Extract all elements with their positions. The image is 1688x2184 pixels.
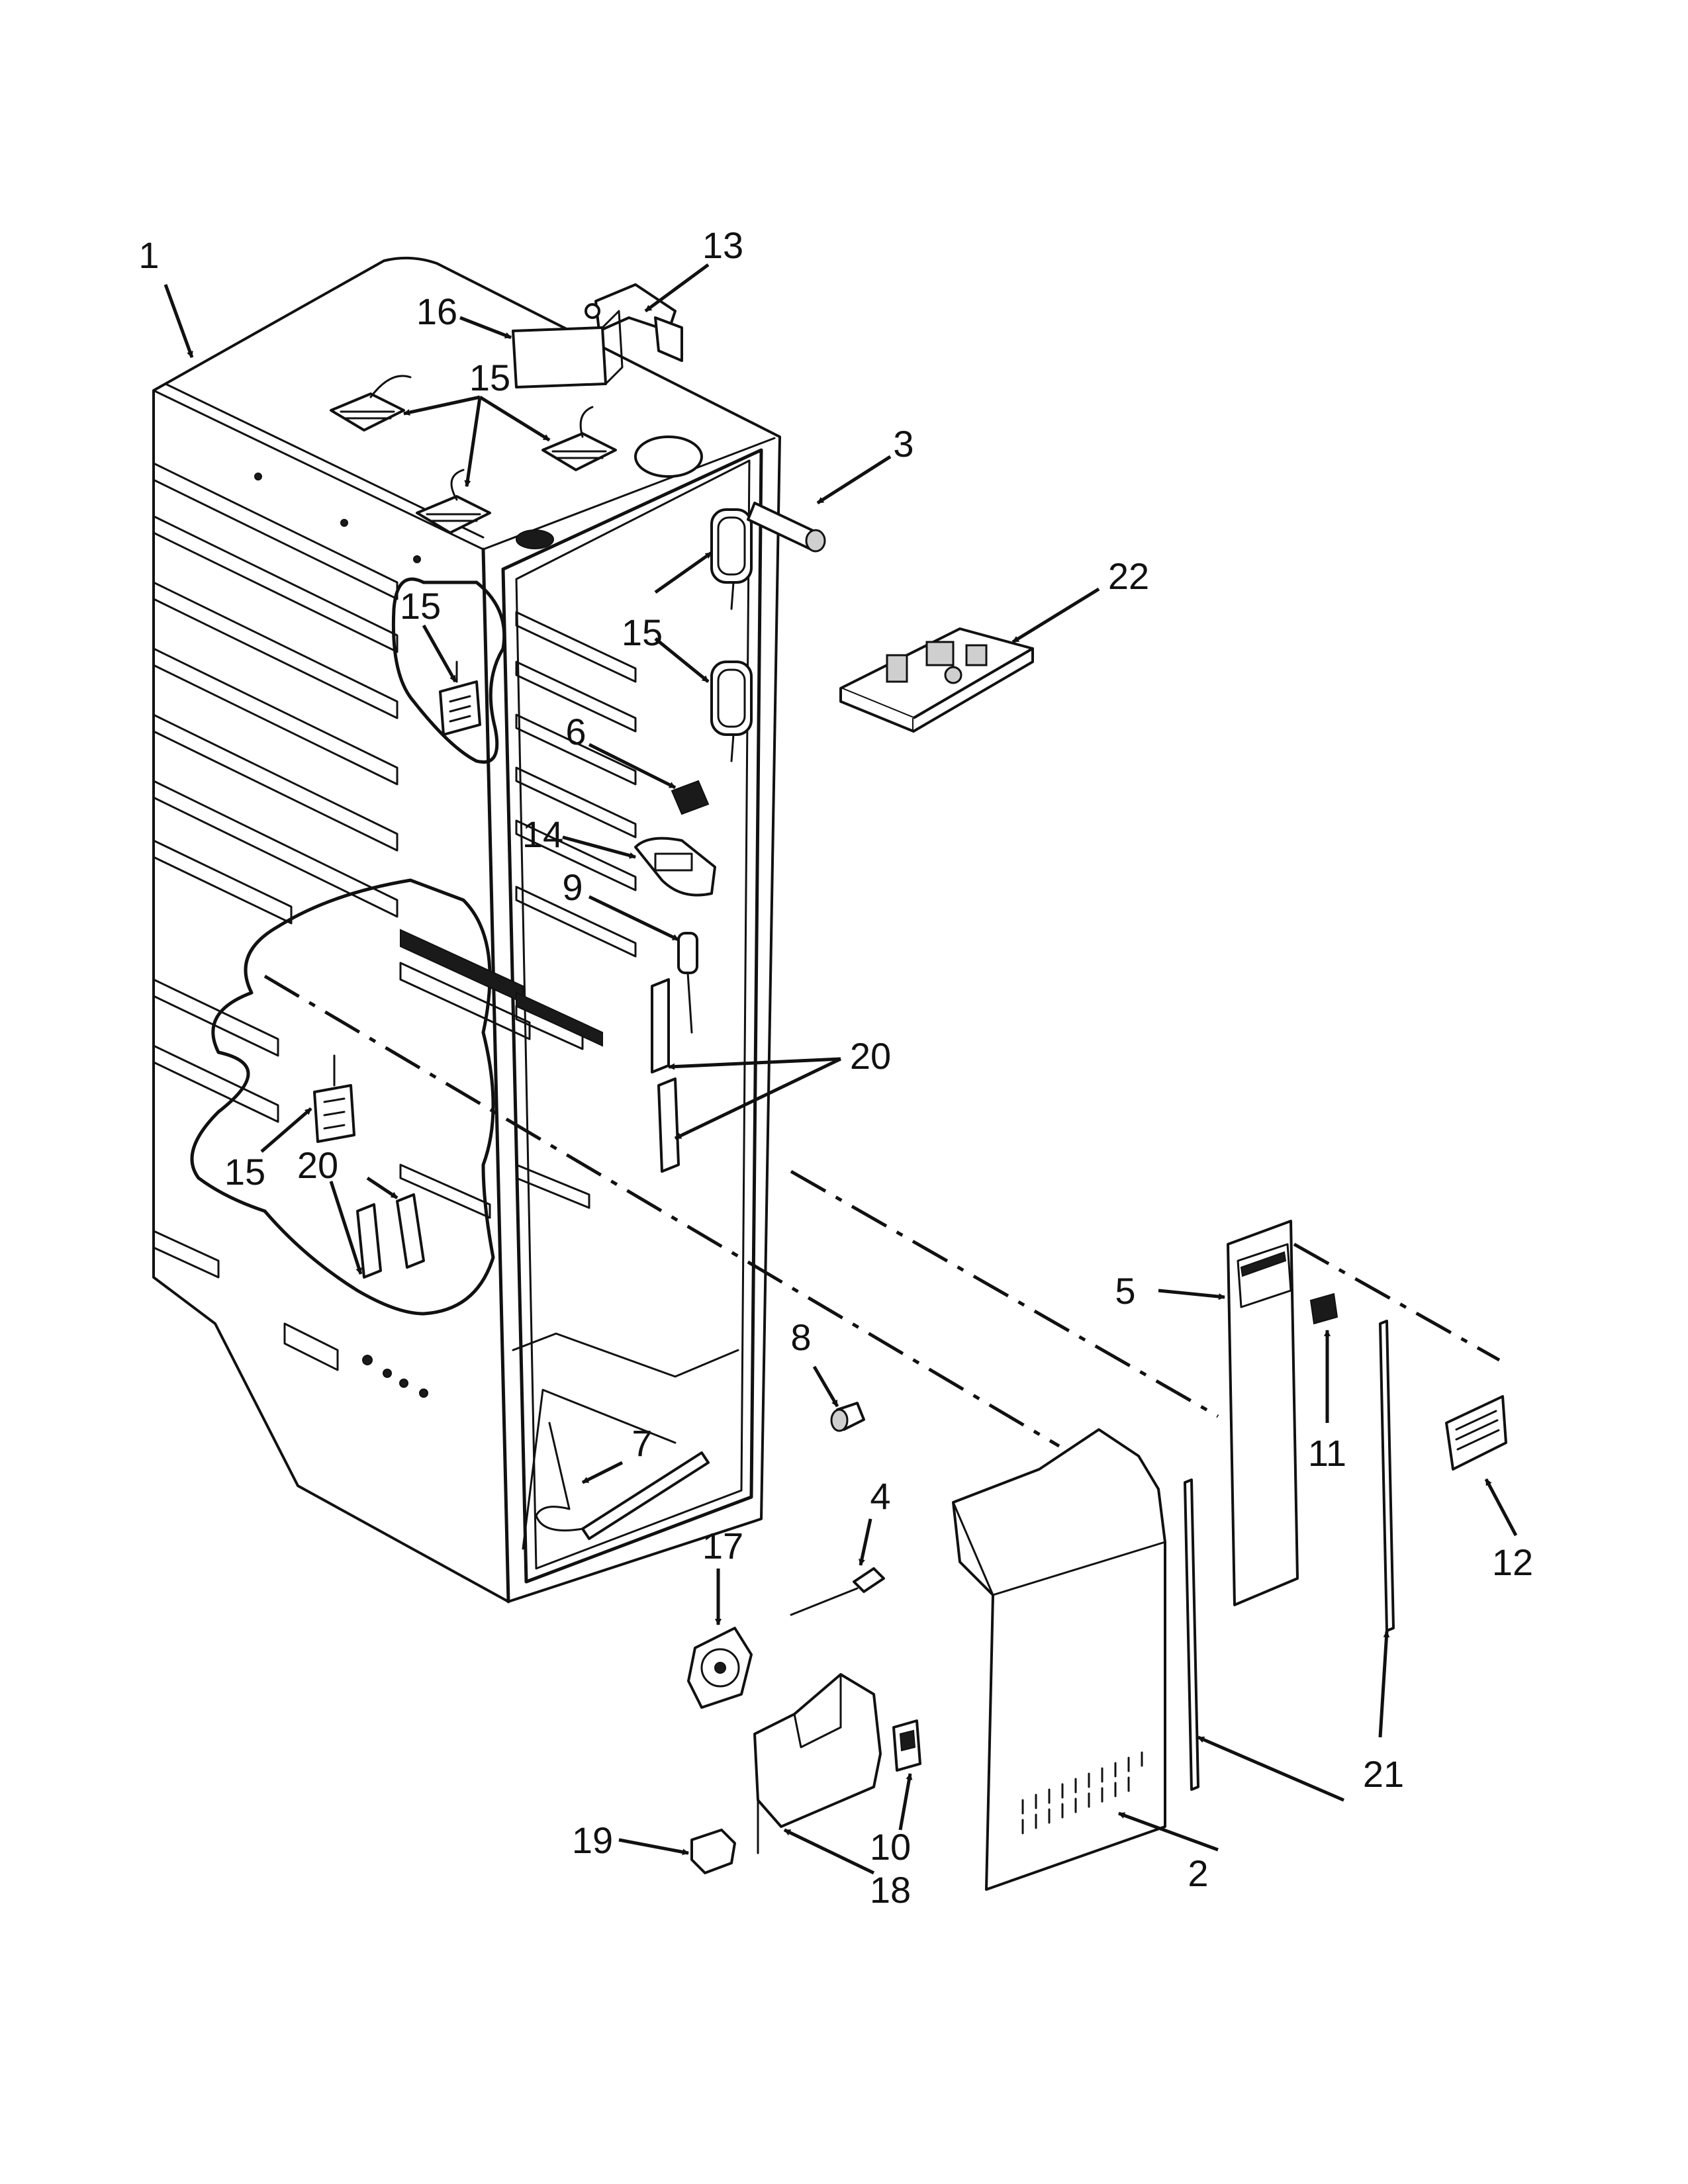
callout-13: 13 [702, 224, 743, 266]
part-15-lamp-sockets-top [330, 375, 617, 534]
callout-15-top: 15 [469, 357, 510, 398]
part-11-board [1309, 1293, 1338, 1325]
part-15-socket-lower [313, 1054, 355, 1143]
detail-cloud-lower [190, 878, 495, 1316]
part-3-tube [747, 502, 826, 553]
callout-15-wall: 15 [622, 612, 663, 653]
vent-slots [1021, 1751, 1143, 1835]
callout-15-lower: 15 [224, 1151, 265, 1193]
left-side-shelf-rails [152, 462, 399, 1371]
part-7-heater [535, 1422, 710, 1540]
part-15-socket-cloud [439, 660, 481, 736]
leader-arrows [164, 263, 1518, 1875]
callout-7: 7 [632, 1422, 652, 1464]
part-10-clip [892, 1719, 921, 1772]
callout-22: 22 [1108, 555, 1149, 597]
callout-labels: 1 13 16 15 3 22 15 15 6 14 9 20 15 20 8 … [138, 224, 1533, 1911]
liner-cabinet [152, 256, 781, 1604]
part-22-control-board [839, 627, 1034, 733]
callout-6: 6 [565, 711, 586, 752]
part-12-plate [1445, 1395, 1507, 1471]
callout-12: 12 [1492, 1541, 1533, 1583]
callout-11: 11 [1308, 1432, 1346, 1474]
callout-8: 8 [790, 1316, 811, 1358]
part-21-strips [1184, 1320, 1395, 1791]
callout-1: 1 [138, 234, 159, 276]
callout-9: 9 [562, 866, 583, 908]
part-9-sensor [677, 932, 698, 1034]
socket-c [541, 406, 617, 471]
detail-cloud-upper [391, 577, 506, 764]
part-19-box [690, 1829, 736, 1874]
callout-2: 2 [1188, 1852, 1208, 1894]
inner-shelf-rails [515, 611, 637, 1209]
socket-b [416, 469, 491, 534]
part-14-bracket [634, 837, 716, 897]
callout-5: 5 [1115, 1270, 1135, 1312]
callout-20-lower: 20 [297, 1144, 338, 1186]
part-18-cover [753, 1673, 882, 1854]
callout-20-wall: 20 [850, 1035, 891, 1077]
callout-10: 10 [870, 1826, 911, 1868]
part-4-sensor [790, 1567, 885, 1616]
callout-18: 18 [870, 1869, 911, 1911]
callout-21: 21 [1363, 1753, 1404, 1795]
callout-3: 3 [893, 423, 914, 465]
part-16-card [512, 310, 624, 388]
callout-14: 14 [522, 813, 563, 855]
part-5-housing [1227, 1220, 1299, 1606]
callout-17: 17 [702, 1525, 743, 1567]
part-17-fan [687, 1627, 753, 1709]
callout-15-cloud: 15 [400, 585, 441, 627]
part-8-cap [830, 1402, 865, 1432]
callout-19: 19 [572, 1819, 613, 1861]
part-2-panel [952, 1428, 1166, 1891]
part-15-lamp-housings [710, 508, 753, 762]
part-6-clip [671, 780, 710, 815]
callout-16: 16 [416, 291, 457, 332]
callout-4: 4 [870, 1475, 890, 1517]
part-20-lenses-lower [356, 1193, 425, 1279]
alignment-lines [263, 974, 1501, 1448]
